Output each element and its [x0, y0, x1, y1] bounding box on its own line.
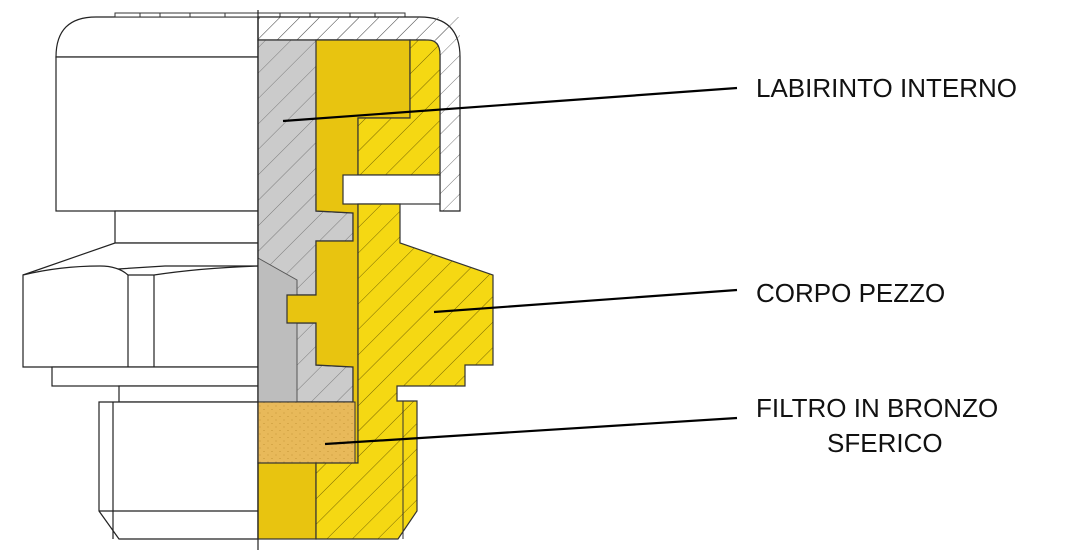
bronze-filter	[257, 401, 356, 464]
label-filter-line1: FILTRO IN BRONZO	[756, 393, 999, 423]
lower-yellow-insert	[257, 462, 317, 540]
washer	[51, 366, 259, 387]
leader-corpo	[433, 288, 738, 314]
leader-labirinto	[282, 86, 738, 123]
internal-labyrinth-dark	[257, 257, 298, 403]
neck-upper	[114, 210, 259, 244]
gap	[342, 174, 441, 205]
cap-dome	[55, 16, 259, 58]
label-body: CORPO PEZZO	[756, 278, 946, 308]
label-internal-labyrinth: LABIRINTO INTERNO	[756, 73, 1018, 103]
exterior-view	[22, 16, 259, 540]
neck-lower	[118, 385, 259, 403]
cap-body	[55, 56, 259, 212]
leader-filtro	[324, 416, 738, 446]
hex-nut	[22, 265, 259, 368]
body-upper-section	[357, 39, 441, 176]
lower-ring	[98, 401, 259, 540]
label-filter-line2: SFERICO	[827, 428, 943, 458]
body-section	[315, 203, 494, 540]
